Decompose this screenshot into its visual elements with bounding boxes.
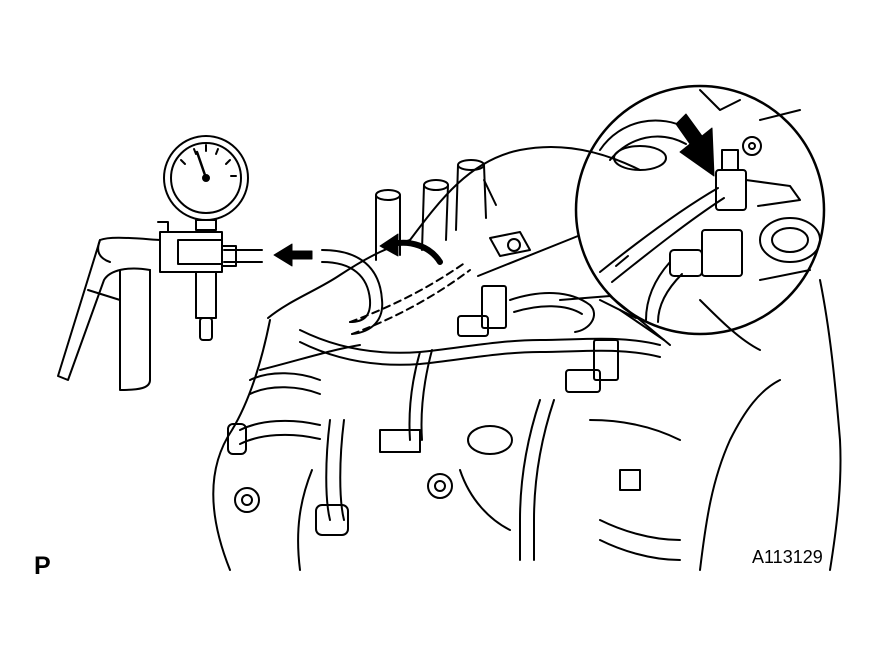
vacuum-hose — [223, 249, 471, 335]
view-code-label: P — [34, 552, 51, 580]
engine-assembly — [212, 145, 842, 571]
arrow-down-icon — [675, 113, 715, 177]
curved-arrow-icon — [379, 233, 443, 265]
figure-id-label: A113129 — [752, 547, 823, 567]
vacuum-pump-gauge-icon — [57, 135, 249, 391]
magnified-detail-inset — [477, 84, 826, 336]
arrow-left-icon — [273, 243, 313, 267]
inset-contents — [599, 89, 821, 323]
